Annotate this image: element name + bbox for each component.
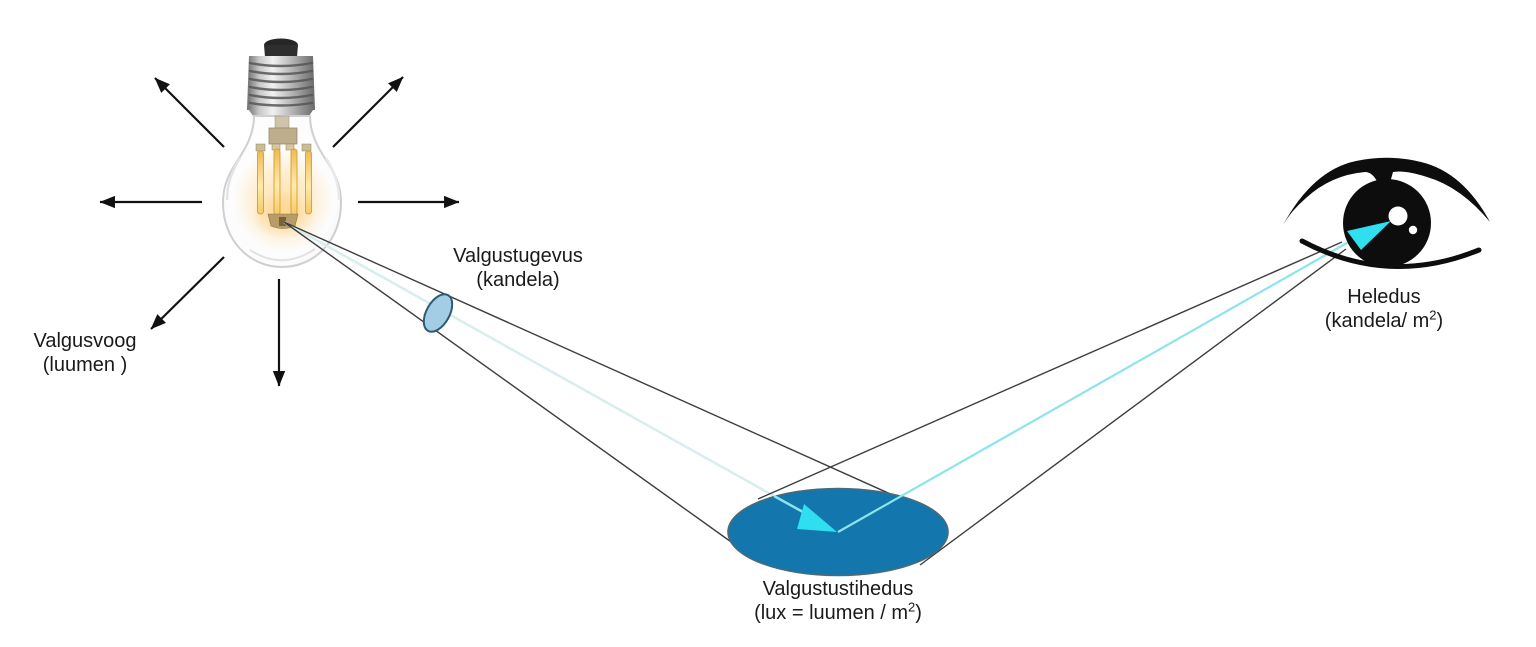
- unit-text: (kandela/ m: [1324, 310, 1430, 332]
- unit-text: (kandela): [476, 269, 560, 291]
- label-heledus-title: Heledus: [1347, 286, 1421, 308]
- eye-highlight-small: [1408, 225, 1418, 235]
- label-valgustugevus-title: Valgustugevus: [453, 245, 583, 267]
- unit-text: (lux = luumen / m: [754, 602, 909, 624]
- radiating-arrows: [99, 76, 460, 387]
- label-valgusvoog-unit: (luumen ): [33, 353, 136, 377]
- view-cone-lower-edge: [919, 248, 1347, 566]
- flux-arrow-up-right: [332, 76, 404, 148]
- label-valgustugevus-unit: (kandela): [453, 268, 583, 292]
- label-heledus: Heledus (kandela/ m2): [1325, 285, 1443, 333]
- flux-arrow-up-left: [154, 77, 225, 148]
- unit-superscript: 2: [908, 599, 916, 615]
- view-cone: [757, 241, 1347, 566]
- bulb-glass-reflections: [225, 157, 341, 262]
- bulb-screw-ridges: [248, 61, 314, 107]
- eye-lower-lid: [1299, 238, 1482, 269]
- unit-text: (luumen ): [42, 354, 128, 376]
- bulb-filaments: [257, 148, 312, 216]
- reflected-ray: [837, 239, 1353, 533]
- light-cone: [283, 221, 936, 550]
- label-valgustustihedus-title: Valgustustihedus: [762, 578, 914, 600]
- incident-ray-pale: [283, 220, 775, 498]
- cone-upper-edge: [283, 221, 936, 515]
- flux-arrow-down-left: [150, 256, 225, 330]
- cone-lower-edge: [283, 221, 742, 550]
- view-cone-upper-edge: [757, 241, 1343, 500]
- label-heledus-unit: (kandela/ m2): [1324, 307, 1444, 333]
- label-valgustugevus: Valgustugevus (kandela): [453, 244, 583, 292]
- label-valgustustihedus-unit: (lux = luumen / m2): [754, 599, 922, 625]
- light-bulb-icon: [221, 38, 343, 269]
- bulb-filament-holder-core: [279, 217, 286, 226]
- beam-cross-section-ellipse: [422, 293, 454, 333]
- eye-ray-arrowhead: [1347, 221, 1391, 250]
- label-valgustustihedus: Valgustustihedus (lux = luumen / m2): [754, 577, 922, 625]
- label-valgusvoog: Valgusvoog (luumen ): [33, 329, 136, 377]
- unit-superscript: 2: [1429, 307, 1437, 323]
- incident-ray-arrowhead: [797, 504, 837, 532]
- eye-icon: [1283, 157, 1490, 269]
- label-valgusvoog-title: Valgusvoog: [33, 330, 137, 352]
- bulb-stem: [255, 115, 312, 152]
- unit-text-end: ): [1436, 310, 1444, 332]
- eye-highlight-large: [1388, 206, 1408, 226]
- unit-text-end: ): [915, 602, 922, 624]
